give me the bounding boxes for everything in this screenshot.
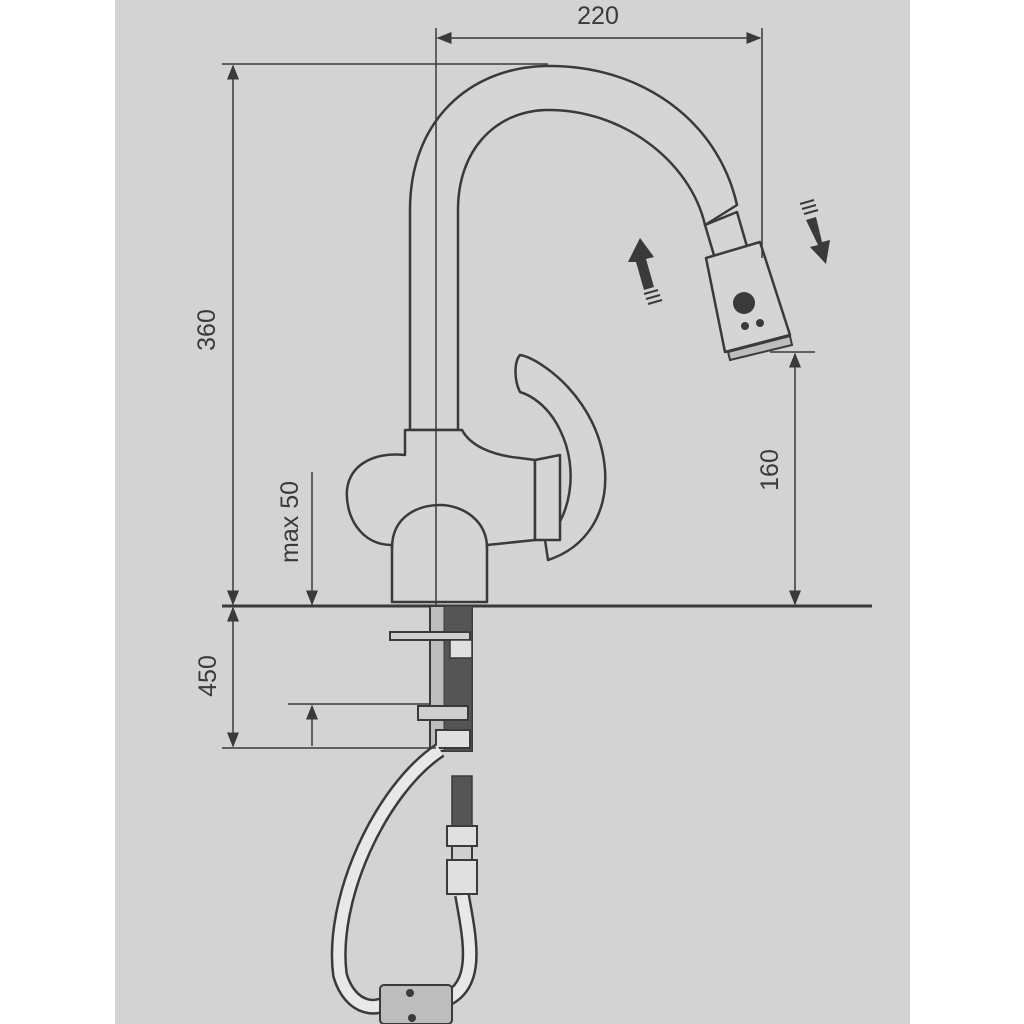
spray-head [703, 210, 794, 362]
supply-hose-loop [330, 743, 478, 1015]
dimension-total-height: 360 [193, 63, 548, 606]
lever-handle [514, 353, 607, 562]
label-spout-clearance: 160 [756, 449, 784, 491]
dimension-countertop-thickness: max 50 [276, 472, 430, 746]
label-countertop-thickness: max 50 [276, 481, 304, 563]
dimension-spout-reach: 220 [436, 2, 763, 258]
label-spout-reach: 220 [577, 2, 619, 30]
pull-out-arrow-up [628, 238, 663, 305]
dimension-below-counter: 450 [194, 606, 436, 749]
mounting-hardware [389, 605, 473, 752]
hose-weight [379, 984, 453, 1024]
pull-out-arrow-down [799, 199, 830, 264]
dimension-spout-clearance: 160 [756, 351, 815, 606]
faucet-base [345, 428, 537, 604]
label-below-counter: 450 [194, 655, 222, 697]
label-total-height: 360 [193, 309, 221, 351]
faucet-spout [408, 64, 739, 432]
supply-hose-fitting [446, 775, 478, 895]
